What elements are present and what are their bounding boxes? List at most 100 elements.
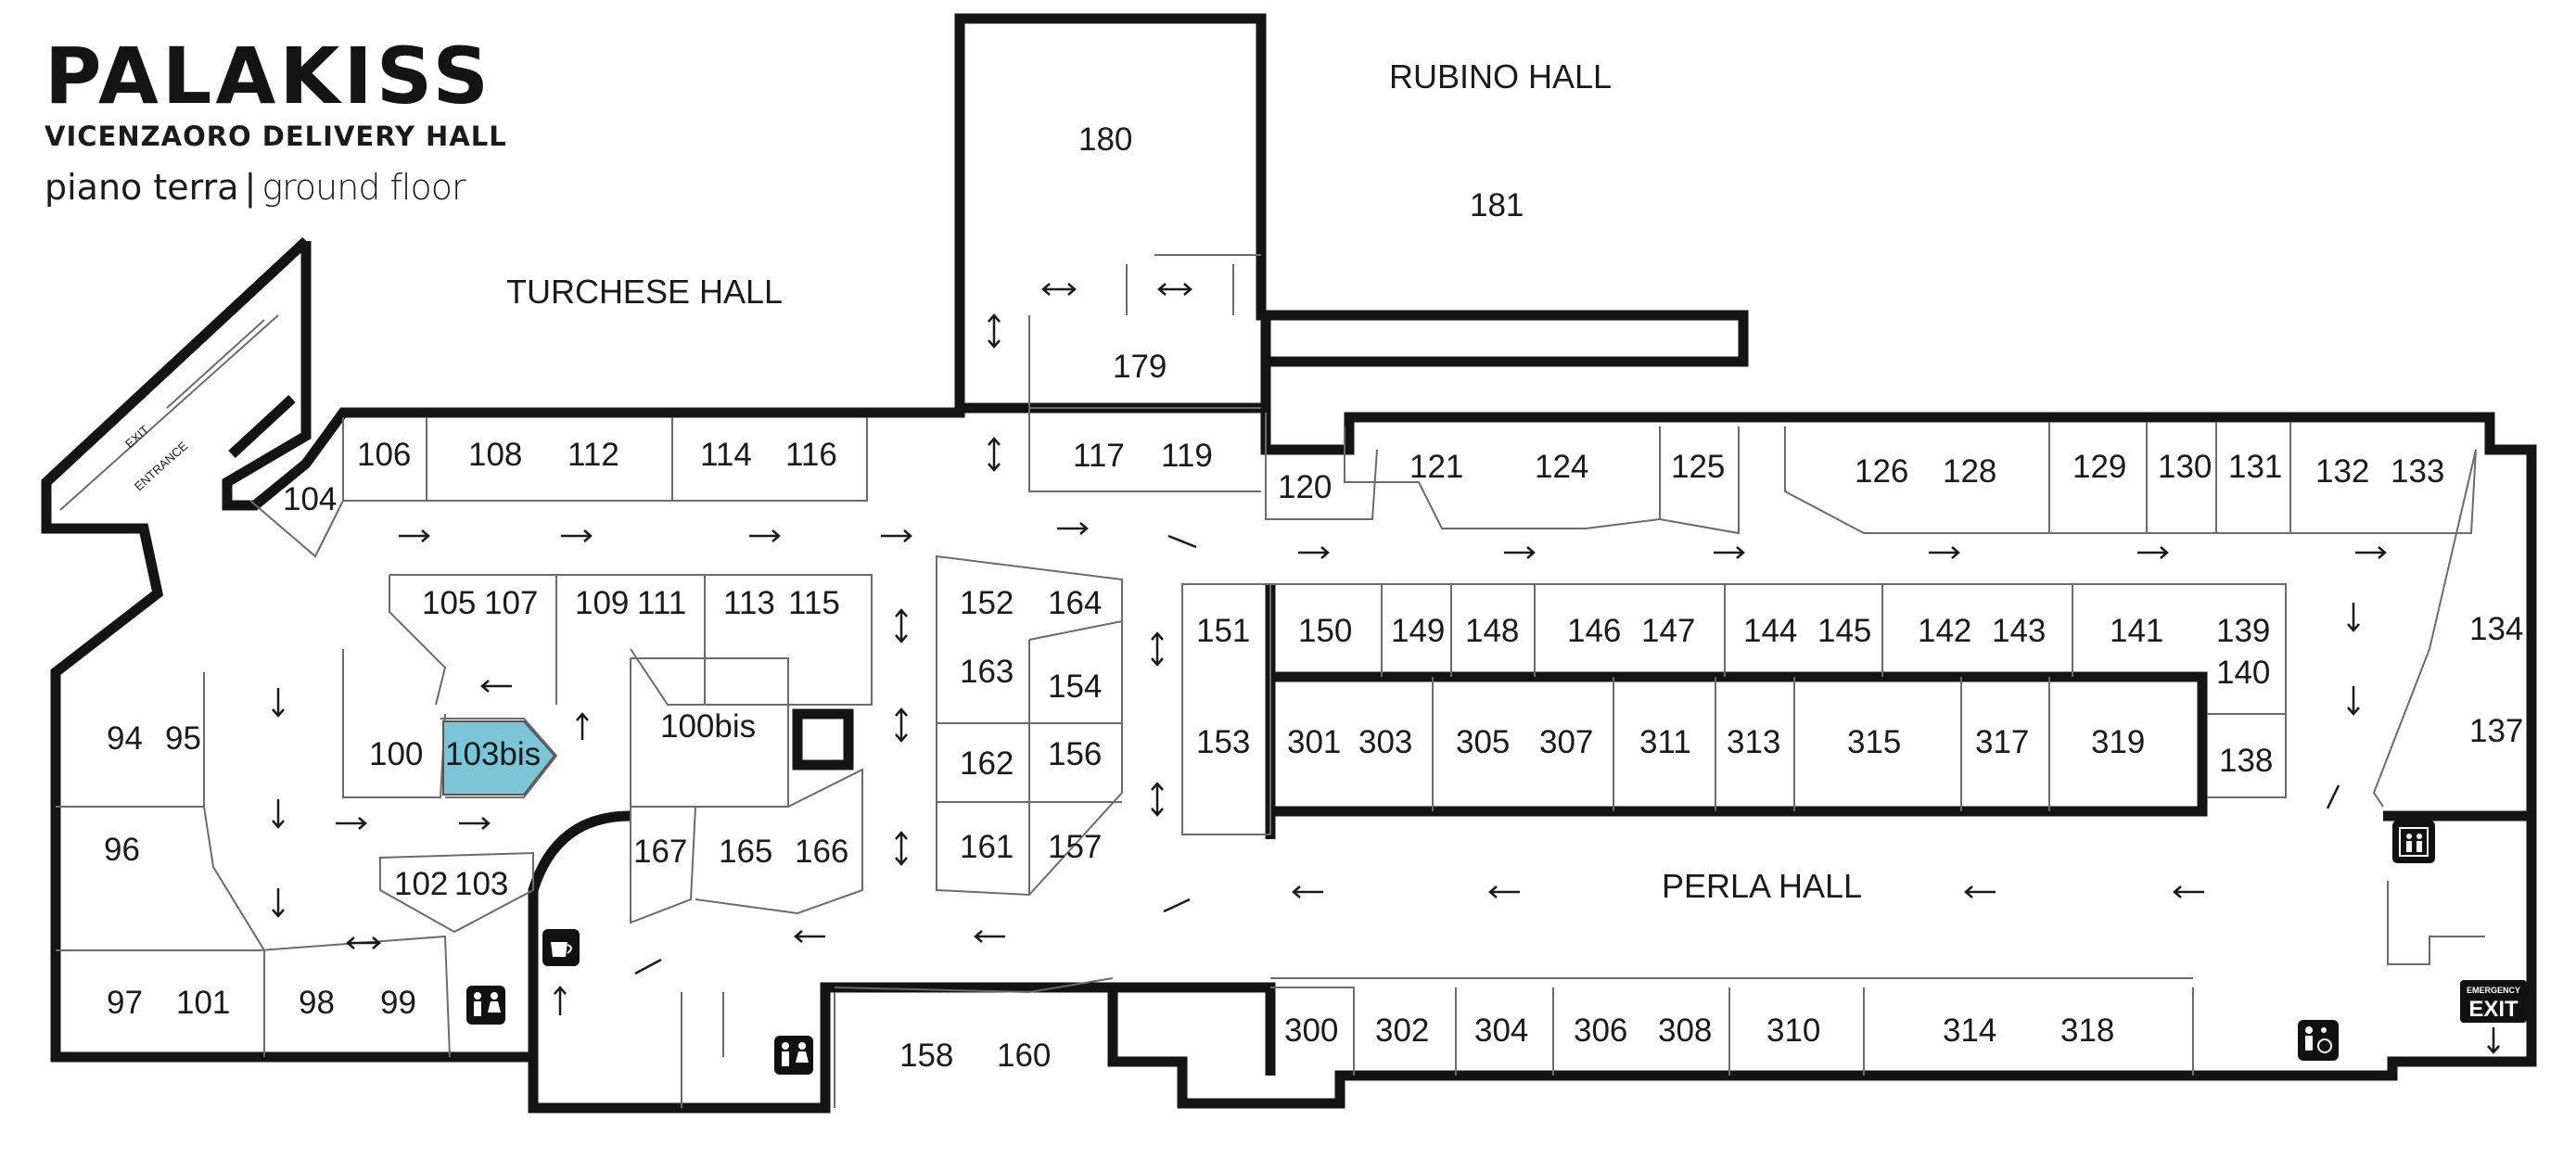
booth-label[interactable]: 303: [1358, 724, 1412, 760]
restroom-icon[interactable]: [466, 986, 505, 1025]
booth-label[interactable]: 100: [369, 736, 423, 772]
booth-label[interactable]: 102: [394, 866, 448, 902]
booth-label[interactable]: 139: [2216, 613, 2270, 649]
booth-label[interactable]: 120: [1278, 469, 1332, 505]
booth-label[interactable]: 179: [1113, 349, 1167, 385]
booth-label[interactable]: 302: [1375, 1013, 1429, 1049]
booth-label[interactable]: 99: [380, 985, 416, 1021]
booth-label[interactable]: 314: [1943, 1013, 1996, 1049]
arrow-left-icon: [974, 930, 1005, 943]
booth-label[interactable]: 161: [960, 829, 1014, 865]
booth-label[interactable]: 164: [1048, 585, 1102, 621]
booth-label[interactable]: 300: [1284, 1013, 1338, 1049]
booth-label[interactable]: 103: [454, 866, 508, 902]
booth-label[interactable]: 134: [2469, 611, 2523, 647]
booth-label[interactable]: 119: [1161, 438, 1213, 474]
coffee-icon[interactable]: [542, 929, 580, 966]
booth-label[interactable]: 101: [176, 985, 230, 1021]
booth-label[interactable]: 121: [1409, 449, 1463, 485]
booth-label[interactable]: 306: [1574, 1013, 1627, 1049]
booth-label[interactable]: 304: [1474, 1013, 1528, 1049]
arrow-right-icon: [561, 529, 593, 542]
booth-103bis-highlight[interactable]: [442, 720, 556, 796]
booth-label[interactable]: 133: [2391, 453, 2444, 490]
booth-label[interactable]: 96: [104, 832, 140, 868]
booth-label[interactable]: 181: [1470, 187, 1524, 223]
booth-label[interactable]: 166: [795, 834, 848, 870]
booth-label[interactable]: 108: [468, 437, 522, 473]
booth-label[interactable]: 158: [899, 1038, 953, 1074]
booth-label[interactable]: 146: [1567, 613, 1621, 649]
booth-label[interactable]: 149: [1391, 613, 1445, 649]
booth-label[interactable]: 132: [2315, 453, 2369, 490]
booth-label[interactable]: 315: [1847, 724, 1901, 760]
booth-label[interactable]: 157: [1048, 829, 1102, 865]
booth-label[interactable]: 307: [1539, 724, 1593, 760]
booth-label[interactable]: 317: [1975, 724, 2029, 760]
booth-label[interactable]: 142: [1918, 613, 1971, 649]
booth-label[interactable]: 147: [1641, 613, 1695, 649]
booth-label[interactable]: 311: [1639, 724, 1691, 760]
booth-label[interactable]: 115: [788, 585, 840, 621]
booth-label[interactable]: 141: [2110, 613, 2163, 649]
booth-label[interactable]: 305: [1456, 724, 1510, 760]
booth-label[interactable]: 163: [960, 654, 1014, 690]
booth-label[interactable]: 126: [1855, 453, 1908, 490]
booth-label[interactable]: 112: [567, 437, 619, 473]
booth-label[interactable]: 128: [1943, 453, 1996, 490]
booth-label[interactable]: 113: [723, 585, 775, 621]
booth-label[interactable]: 301: [1287, 724, 1341, 760]
booth-label[interactable]: 94: [107, 720, 143, 757]
booth-label[interactable]: 129: [2072, 449, 2126, 485]
booth-label[interactable]: 150: [1298, 613, 1352, 649]
booth-label[interactable]: 117: [1073, 438, 1125, 474]
booth-label[interactable]: 111: [637, 585, 686, 621]
booth-label[interactable]: 130: [2158, 449, 2212, 485]
floor-label-english: ground floor: [261, 167, 465, 208]
booth-label[interactable]: 162: [960, 745, 1014, 782]
booth-label[interactable]: 156: [1048, 736, 1102, 772]
booth-label[interactable]: 95: [165, 720, 201, 757]
booth-label[interactable]: 148: [1465, 613, 1519, 649]
elevator-icon[interactable]: [2392, 821, 2435, 863]
emergency-exit-icon[interactable]: EMERGENCY EXIT: [2460, 980, 2527, 1023]
booth-label[interactable]: 165: [719, 834, 772, 870]
booth-label[interactable]: 318: [2060, 1013, 2114, 1049]
restroom-icon[interactable]: [774, 1036, 813, 1075]
booth-label[interactable]: 144: [1743, 613, 1797, 649]
booth-label[interactable]: 143: [1992, 613, 2046, 649]
entrance-corridor: EXIT ENTRANCE: [59, 314, 279, 511]
booth-label[interactable]: 114: [700, 437, 752, 473]
booth-label[interactable]: 154: [1048, 669, 1102, 705]
floor-label: piano terra|ground floor: [45, 167, 507, 208]
booth-label[interactable]: 138: [2219, 743, 2273, 779]
booth-label[interactable]: 140: [2216, 655, 2270, 691]
booth-label[interactable]: 313: [1727, 724, 1780, 760]
booth-label[interactable]: 116: [785, 437, 837, 473]
booth-label[interactable]: 160: [997, 1038, 1051, 1074]
booth-label[interactable]: 106: [357, 437, 411, 473]
booth-label[interactable]: 124: [1535, 449, 1588, 485]
booth-label[interactable]: 125: [1671, 449, 1725, 485]
booth-label[interactable]: 319: [2091, 724, 2145, 760]
booth-label-103bis[interactable]: 103bis: [445, 736, 541, 772]
booth-label[interactable]: 100bis: [660, 708, 756, 745]
arrow-diagonal-icon: [634, 958, 662, 975]
booth-label[interactable]: 180: [1078, 121, 1132, 158]
booth-label[interactable]: 104: [283, 481, 337, 517]
accessible-restroom-icon[interactable]: [2298, 1020, 2339, 1061]
booth-label[interactable]: 151: [1196, 613, 1250, 649]
booth-label[interactable]: 153: [1196, 724, 1250, 760]
booth-label[interactable]: 97: [107, 985, 143, 1021]
booth-label[interactable]: 310: [1766, 1013, 1820, 1049]
booth-label[interactable]: 137: [2469, 713, 2523, 749]
booth-label[interactable]: 308: [1658, 1013, 1712, 1049]
booth-label[interactable]: 109: [575, 585, 629, 621]
booth-label[interactable]: 131: [2228, 449, 2282, 485]
booth-label[interactable]: 98: [299, 985, 335, 1021]
booth-label[interactable]: 105: [422, 585, 476, 621]
booth-label[interactable]: 145: [1817, 613, 1871, 649]
booth-label[interactable]: 152: [960, 585, 1014, 621]
booth-label[interactable]: 107: [484, 585, 538, 621]
booth-label[interactable]: 167: [633, 834, 687, 870]
